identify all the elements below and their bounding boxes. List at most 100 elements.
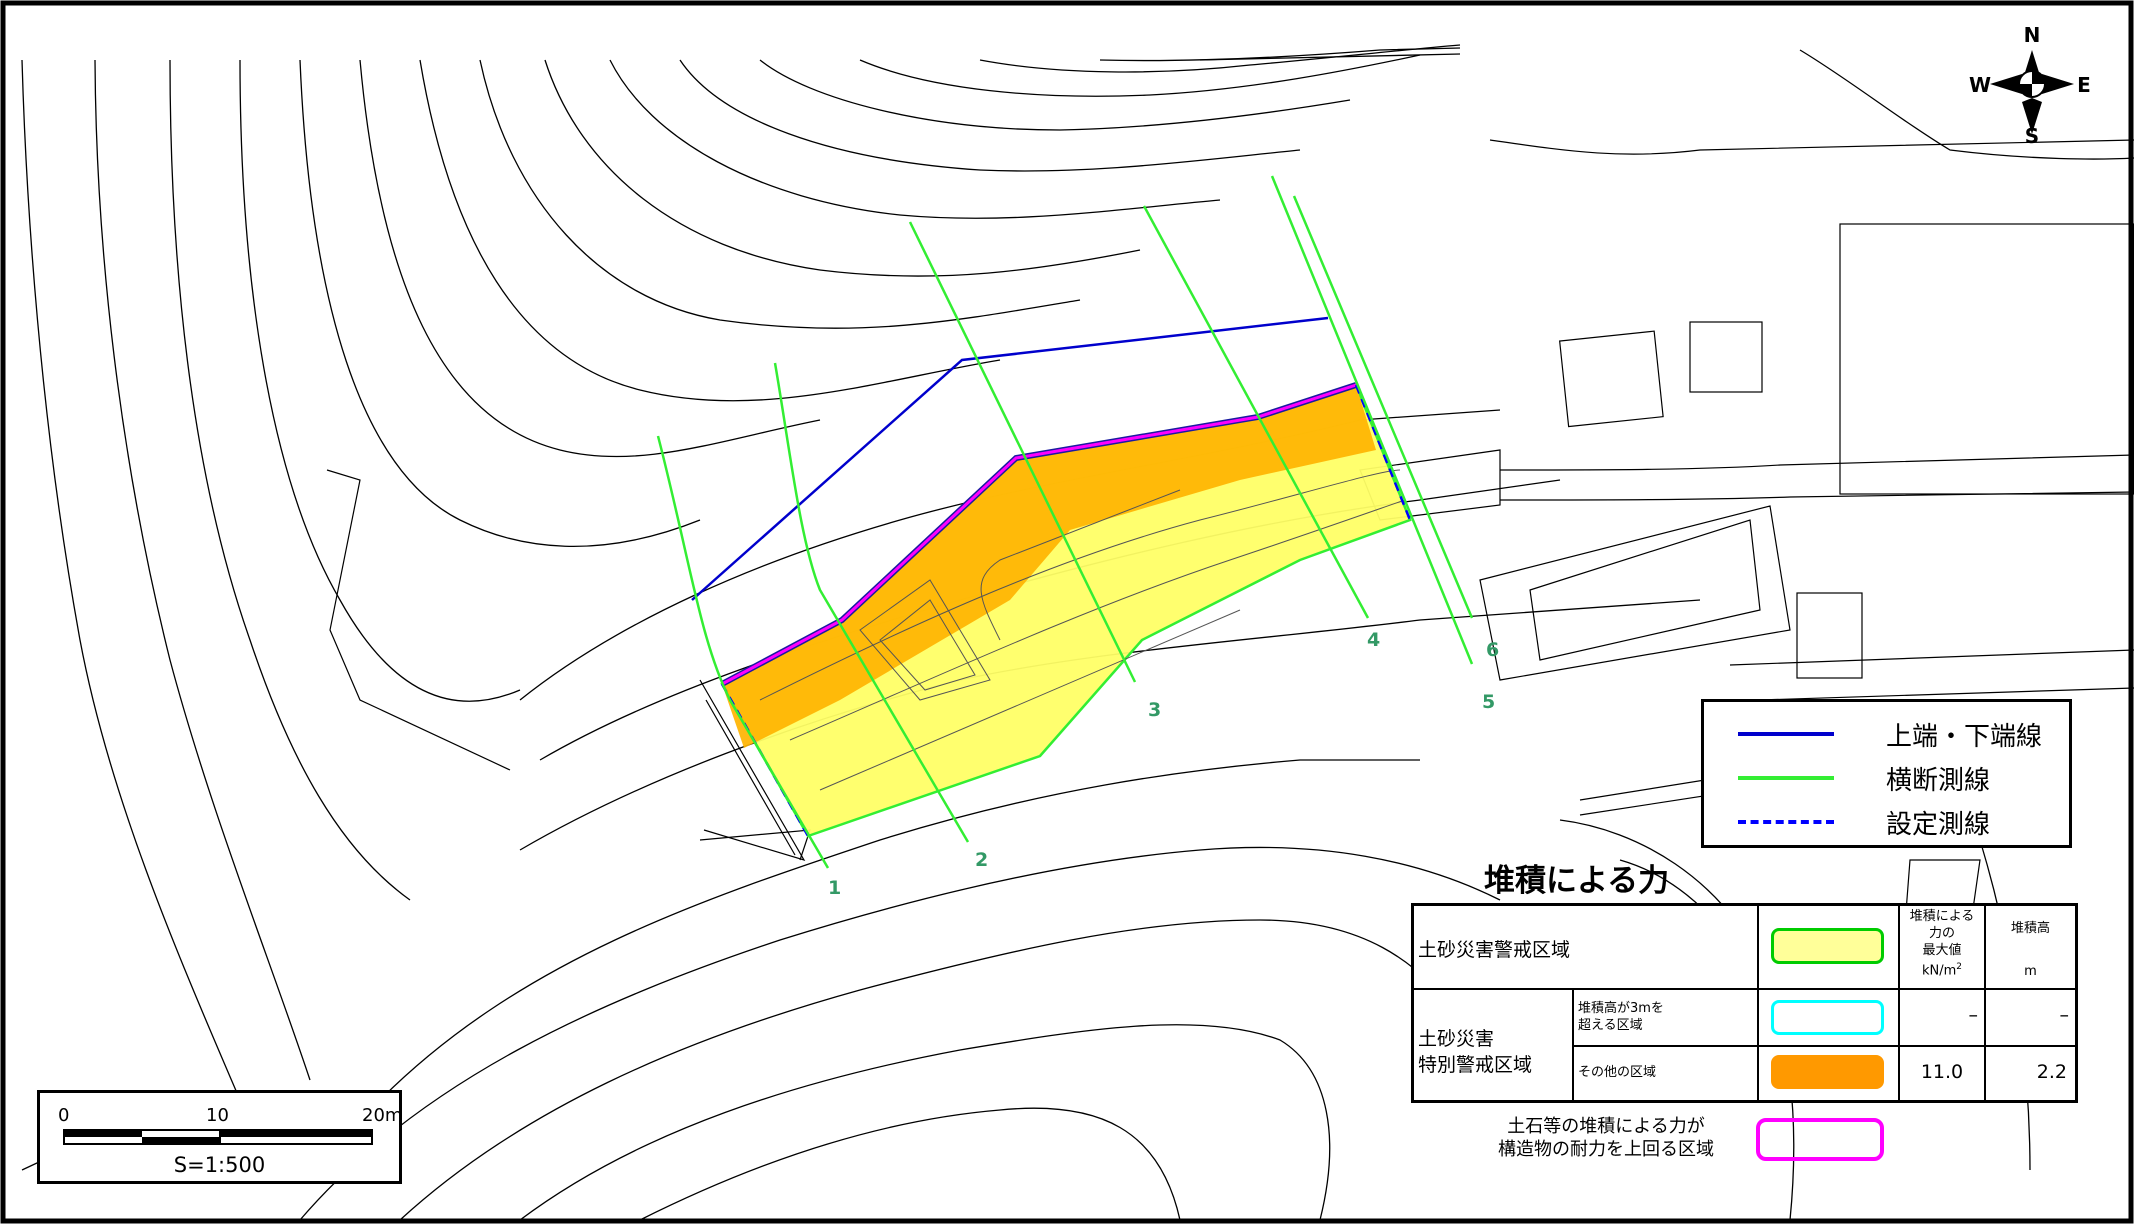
compass-east: E [2077,73,2091,97]
other-zone-swatch [1771,1055,1884,1089]
building [1529,519,1761,661]
scale-bar: 0 10 20m S=1:500 [37,1090,402,1184]
legend-label: 設定測線 [1886,810,1991,840]
scale-bar-frame [63,1129,373,1145]
contour-line [789,499,1406,741]
table-divider [1757,906,1759,1100]
legend-label: 上端・下端線 [1886,722,2043,752]
contour-line [819,609,1241,791]
cross-section-line-4 [1142,205,1370,619]
contour-line [519,1024,1331,1221]
sediment-force-table: 土砂災害警戒区域 堆積による 力の 最大値 kN/m2 堆積高 m 土砂災害 特… [1411,903,2078,1103]
contour-line [299,59,701,547]
section-label: 4 [1367,629,1380,651]
compass-needle [2038,74,2074,94]
top-bottom-line [691,316,1329,601]
cross-section-line-1 [656,435,830,869]
contour-line [94,59,311,1081]
contour-line [759,59,1351,131]
building [1796,592,1863,679]
road-edge [1489,139,2134,155]
compass-south: S [2025,124,2039,148]
max-value-header: 堆積による 力の 最大値 kN/m2 [1909,909,1975,979]
retaining-wall [326,469,511,771]
other-zone-height: 2.2 [2036,1061,2067,1083]
zone-contours [759,469,1406,791]
cross-section-line-5 [1270,175,1474,665]
compass-rose: N S W E [1969,23,2091,148]
contour-line [980,489,1181,641]
setting-line [1354,384,1412,521]
contour-line [419,59,1001,402]
table-divider [1414,988,2075,990]
warning-zone-label: 土砂災害警戒区域 [1418,939,1571,961]
scale-tick: 0 [58,1105,70,1126]
contour-line [679,59,1301,172]
section-label: 2 [975,849,988,871]
over-3m-label: 堆積高が3mを 超える区域 [1578,1001,1664,1033]
contour-line [609,59,1221,219]
section-label-group: 1 2 3 4 5 6 [828,629,1499,899]
structure-exceed-label: 土石等の堆積による力が 構造物の耐力を上回る区域 [1498,1116,1714,1160]
contour-line [639,1107,1181,1221]
legend-row-top-bottom-line: 上端・下端線 [1704,714,2069,754]
building [1558,330,1664,428]
compass-north: N [2024,23,2041,47]
section-label: 6 [1486,639,1499,661]
over-3m-max-value: – [1968,1004,1979,1026]
contour-line [399,919,1461,1221]
sediment-force-title: 堆積による力 [1484,863,1670,899]
contour-line [359,59,821,458]
table-divider [1572,1045,2075,1047]
scale-tick: 20m [362,1105,403,1126]
road-edge [1759,687,2134,701]
contour-line [479,59,1081,329]
compass-needle [2022,98,2042,134]
warning-zone-swatch [1771,928,1884,964]
contour-line [879,599,976,691]
table-divider [1898,906,1900,1100]
scale-tick: 10 [206,1105,229,1126]
retaining-wall [699,679,806,862]
contour-line [859,54,1421,97]
special-warning-zone [722,385,1376,748]
compass-west: W [1969,73,1991,97]
contour-line [299,846,1501,1221]
legend-sample [1738,776,1834,780]
contour-line [21,59,241,1101]
line-legend: 上端・下端線 横断測線 設定測線 [1701,699,2072,848]
cross-section-line-2 [773,362,970,843]
height-unit: m [2024,964,2037,979]
retaining-wall [705,699,796,856]
structure-exceed-swatch [1756,1118,1884,1161]
over-3m-height: – [2059,1004,2070,1026]
section-label: 1 [828,877,841,899]
road-edge [1729,649,2134,666]
road-edge [1499,454,2134,471]
contour-line [859,579,991,701]
contour-line [1199,53,1461,61]
building [1839,223,2134,495]
contour-line [544,59,1141,277]
special-zone-label: 土砂災害 特別警戒区域 [1418,1028,1533,1076]
legend-row-cross-section: 横断測線 [1704,758,2069,798]
over-3m-swatch [1771,1000,1884,1035]
slope-foot-features [326,469,811,862]
section-label: 5 [1482,691,1495,713]
contour-line [379,759,1420,1101]
cross-section-line-3 [908,221,1137,683]
other-zone-label: その他の区域 [1578,1065,1657,1080]
structure-exceed-line [721,383,1357,686]
cross-section-line-6 [1292,195,1474,619]
building [1479,505,1791,681]
other-zone-max-value: 11.0 [1920,1061,1964,1083]
road-edge [1499,491,2134,501]
table-divider [1572,988,1574,1100]
legend-sample [1738,732,1834,736]
contour-line [979,44,1461,73]
contour-line [239,59,521,702]
legend-label: 横断測線 [1886,766,1991,796]
